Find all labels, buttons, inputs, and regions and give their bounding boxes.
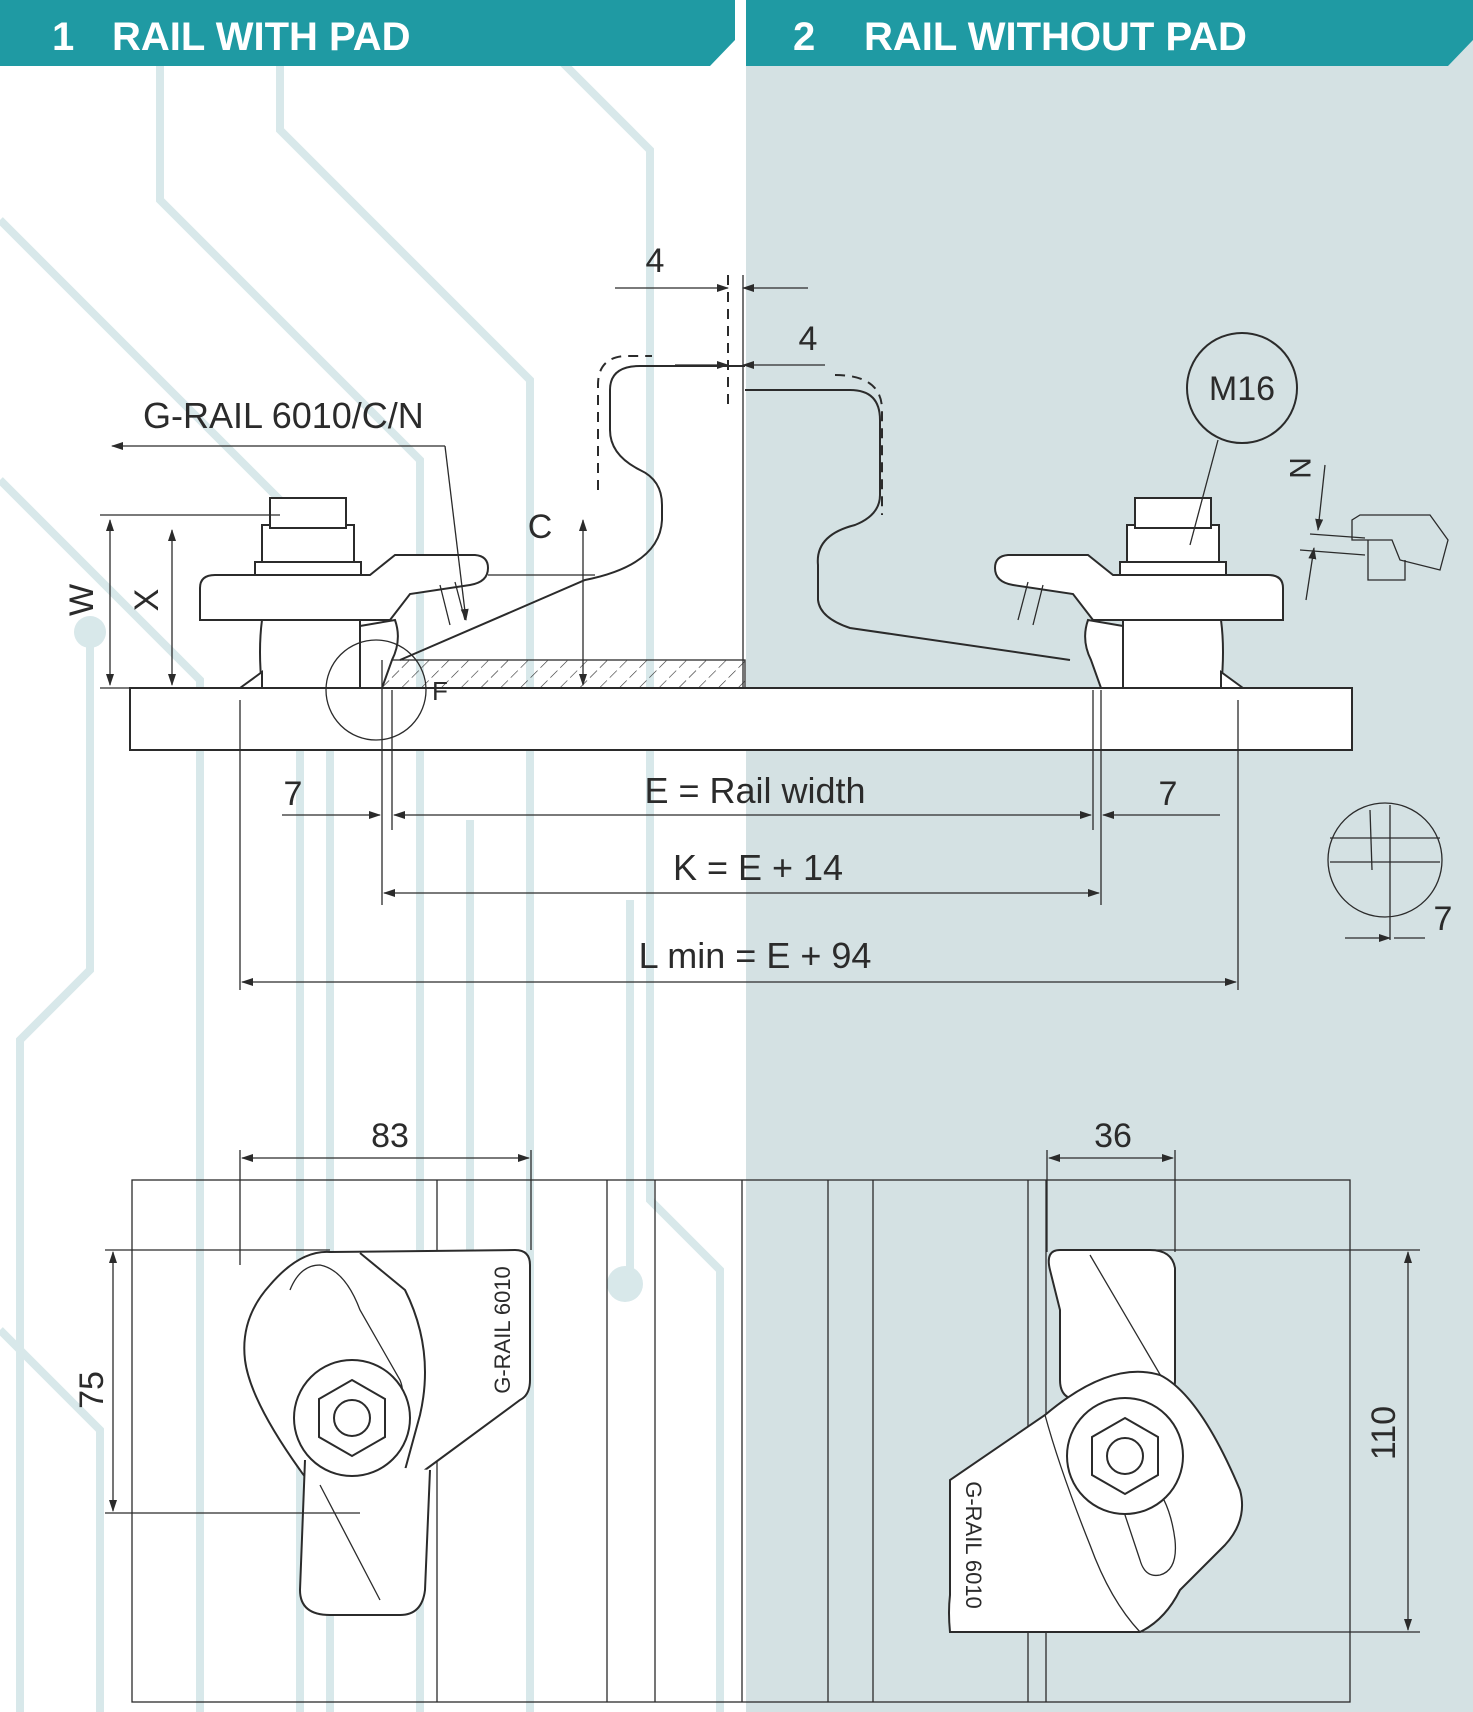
bolt-label: M16 bbox=[1209, 370, 1275, 408]
dim-gap-right: 7 bbox=[1159, 775, 1178, 813]
label-f: F bbox=[432, 676, 448, 706]
engraving-left: G-RAIL 6010 bbox=[490, 1266, 515, 1394]
left-clip-plan: G-RAIL 6010 bbox=[243, 1248, 531, 1616]
bolt-callout-circle bbox=[1186, 332, 1298, 444]
right-clip-plan: G-RAIL 6010 bbox=[948, 1249, 1244, 1633]
dim-n: N bbox=[1283, 457, 1316, 479]
header-right-number: 2 bbox=[793, 15, 815, 59]
dim-w: W bbox=[63, 584, 101, 616]
plan-view: G-RAIL 6010 G-RAIL 6010 83 75 36 bbox=[73, 1117, 1420, 1703]
dim-top-4a: 4 bbox=[646, 242, 665, 280]
dim-rail-width: E = Rail width bbox=[644, 770, 865, 811]
product-label: G-RAIL 6010/C/N bbox=[143, 395, 424, 436]
detail-circle-right bbox=[1327, 802, 1443, 918]
dim-gap-left: 7 bbox=[284, 775, 303, 813]
header-left-number: 1 bbox=[52, 15, 74, 59]
detail-circle-f bbox=[325, 639, 427, 741]
base-plate bbox=[129, 687, 1353, 751]
header-left: 1 RAIL WITH PAD bbox=[0, 0, 735, 66]
background-circuit-pattern bbox=[0, 57, 724, 1712]
dim-x: X bbox=[128, 589, 166, 612]
dim-110: 110 bbox=[1365, 1406, 1403, 1460]
dim-83: 83 bbox=[371, 1117, 409, 1155]
dim-detail-7: 7 bbox=[1434, 900, 1453, 938]
rail-profile-dashed bbox=[597, 355, 883, 515]
header-right: 2 RAIL WITHOUT PAD bbox=[746, 0, 1473, 66]
left-clip-assembly bbox=[199, 497, 490, 689]
dim-k: K = E + 14 bbox=[673, 847, 843, 888]
dim-c: C bbox=[528, 508, 553, 546]
dim-36: 36 bbox=[1094, 1117, 1132, 1155]
right-clip-assembly bbox=[993, 497, 1284, 689]
header-left-title: RAIL WITH PAD bbox=[112, 15, 411, 59]
engraving-right: G-RAIL 6010 bbox=[961, 1481, 986, 1609]
header-right-title: RAIL WITHOUT PAD bbox=[864, 15, 1247, 59]
dim-75: 75 bbox=[73, 1371, 111, 1409]
plan-base-plate bbox=[131, 1179, 1351, 1703]
dim-top-4b: 4 bbox=[799, 320, 818, 358]
rail-profile bbox=[399, 365, 1071, 661]
dim-l-min: L min = E + 94 bbox=[639, 935, 872, 976]
rail-pad-hatched bbox=[379, 659, 746, 689]
side-view: F M16 G-RAIL 6010/C/N 4 4 W X C N bbox=[63, 242, 1452, 990]
